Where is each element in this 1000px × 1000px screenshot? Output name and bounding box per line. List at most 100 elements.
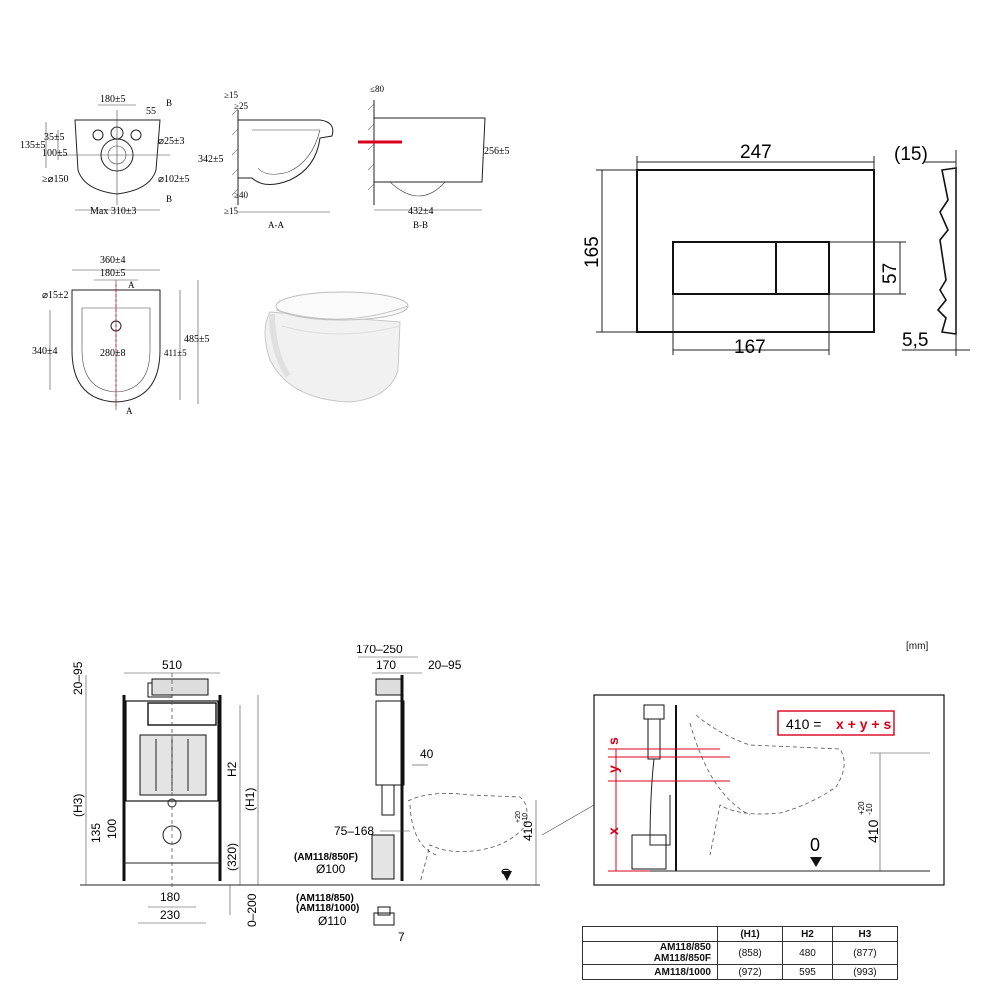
table-cell-h1: (972): [716, 964, 784, 980]
side-label-13: Ø110: [318, 914, 347, 928]
top-label-3: ⌀15±2: [42, 290, 69, 301]
side-label-14: 7: [398, 930, 405, 944]
side-depth-label: (15): [894, 144, 928, 165]
table-header-cell: H2: [782, 926, 833, 942]
table-cell-h1: (858): [716, 941, 784, 965]
front-label-9: 230: [160, 908, 180, 922]
floor-zero-marker: [502, 871, 512, 881]
side-label-1: 170: [376, 658, 396, 672]
flush-button-small: [775, 241, 830, 295]
section-bb: [358, 100, 486, 211]
side-thickness-label: 5,5: [902, 330, 928, 351]
front-label-1: 20–95: [71, 661, 85, 695]
front-label-4: (H1): [243, 788, 257, 811]
table-cell-h3: (993): [831, 964, 899, 980]
table-header-cell: (H1): [716, 926, 784, 942]
frame-front-view: [85, 672, 259, 924]
table-header-cell: [582, 926, 718, 942]
plan-label-8: ⌀102±5: [158, 174, 190, 185]
aa-label-2: 342±5: [198, 154, 224, 165]
detail-formula-lhs: 410 =: [786, 716, 821, 732]
plan-label-0: 180±5: [100, 94, 126, 105]
aa-label-3: ≥40: [234, 190, 248, 200]
detail-label-minus: -10: [865, 803, 874, 815]
front-label-10: 0–200: [245, 893, 259, 927]
aa-label-4: ≥15: [224, 206, 238, 216]
detail-view: [593, 694, 945, 886]
flush-plate-outline: [636, 169, 875, 333]
plan-label-7: ≥⌀150: [42, 174, 69, 185]
side-label-5: 410: [521, 821, 535, 841]
top-label-0: 360±4: [100, 255, 126, 266]
plan-label-3: 35±5: [44, 132, 65, 143]
side-label-7: -10: [522, 813, 529, 823]
plate-height-label: 165: [582, 236, 603, 268]
side-label-11: (AM118/850): [296, 893, 354, 904]
side-label-12: (AM118/1000): [296, 903, 359, 914]
model-name: AM118/850: [659, 942, 711, 953]
side-label-0: 170–250: [356, 645, 403, 656]
table-row: AM118/850 AM118/850F (858) 480 (877): [582, 941, 899, 965]
side-label-2: 20–95: [428, 658, 462, 672]
plate-width-label: 247: [740, 142, 772, 163]
plan-label-9: B: [166, 194, 172, 204]
front-label-8: 180: [160, 890, 180, 904]
top-label-2: A: [128, 280, 135, 290]
flush-button-large: [672, 241, 777, 295]
button-width-label: 167: [734, 337, 766, 358]
detail-formula-rhs: x + y + s: [836, 716, 891, 732]
front-label-0: 510: [162, 658, 182, 672]
frame-side-view: [358, 656, 537, 926]
front-label-5: 135: [89, 823, 103, 843]
plan-label-10: Max 310±3: [90, 206, 136, 217]
front-label-3: H2: [225, 761, 239, 777]
side-label-4: 75–168: [334, 824, 374, 838]
detail-label-plus: +20: [857, 801, 866, 815]
bb-label-3: B-B: [413, 220, 428, 230]
table-cell-model: AM118/1000: [582, 964, 718, 980]
flush-plate-side-profile: [902, 150, 970, 356]
front-label-7: (320): [225, 843, 239, 871]
aa-label-5: A-A: [268, 220, 284, 230]
top-label-1: 180±5: [100, 268, 126, 279]
top-label-6: 485±5: [184, 334, 210, 345]
detail-label-y: y: [605, 765, 621, 773]
toilet-technical-drawings: 180±5 55 B 35±5 135±5 100±5 ⌀25±3 ≥⌀150 …: [20, 80, 510, 420]
table-cell-h2: 595: [782, 964, 833, 980]
top-view: [49, 269, 199, 410]
button-height-label: 57: [880, 263, 901, 284]
frame-installation-drawing: 510 20–95 (H3) H2 (H1) 135 100 (320) 180…: [50, 645, 950, 945]
bb-label-0: ≤80: [370, 84, 384, 94]
plan-label-6: ⌀25±3: [158, 136, 185, 147]
side-label-3: 40: [420, 747, 434, 761]
plan-label-4: 135±5: [20, 140, 46, 151]
table-header-cell: H3: [831, 926, 899, 942]
flush-plate-drawing: 247 165 167 57 (15) 5,5: [580, 140, 980, 360]
detail-label-s: s: [605, 737, 621, 745]
table-cell-model: AM118/850 AM118/850F: [582, 941, 718, 965]
side-label-6: +20: [515, 811, 522, 823]
aa-label-0: ≥15: [224, 90, 238, 100]
table-cell-h3: (877): [831, 941, 899, 965]
table-cell-h2: 480: [782, 941, 833, 965]
table-header-row: (H1) H2 H3: [582, 926, 899, 942]
toilet-product-image: [264, 291, 409, 403]
plan-view-rear: [45, 104, 170, 211]
front-label-2: (H3): [71, 794, 85, 817]
model-name: AM118/850F: [653, 953, 711, 964]
detail-label-410: 410: [865, 819, 881, 843]
top-label-8: A: [126, 406, 133, 416]
table-row: AM118/1000 (972) 595 (993): [582, 964, 899, 980]
aa-label-1: ≥25: [234, 101, 248, 111]
top-label-5: 280±8: [100, 348, 126, 359]
top-label-7: 411±5: [164, 348, 187, 358]
section-aa: [231, 108, 334, 213]
detail-label-x: x: [605, 827, 621, 835]
detail-label-zero: 0: [810, 835, 820, 855]
top-label-4: 340±4: [32, 346, 58, 357]
plan-label-1: 55: [146, 106, 156, 117]
unit-label: [mm]: [906, 641, 929, 652]
bb-label-2: 432±4: [408, 206, 434, 217]
plan-label-5: 100±5: [42, 148, 68, 159]
dimension-table: (H1) H2 H3 AM118/850 AM118/850F (858) 48…: [582, 926, 899, 980]
